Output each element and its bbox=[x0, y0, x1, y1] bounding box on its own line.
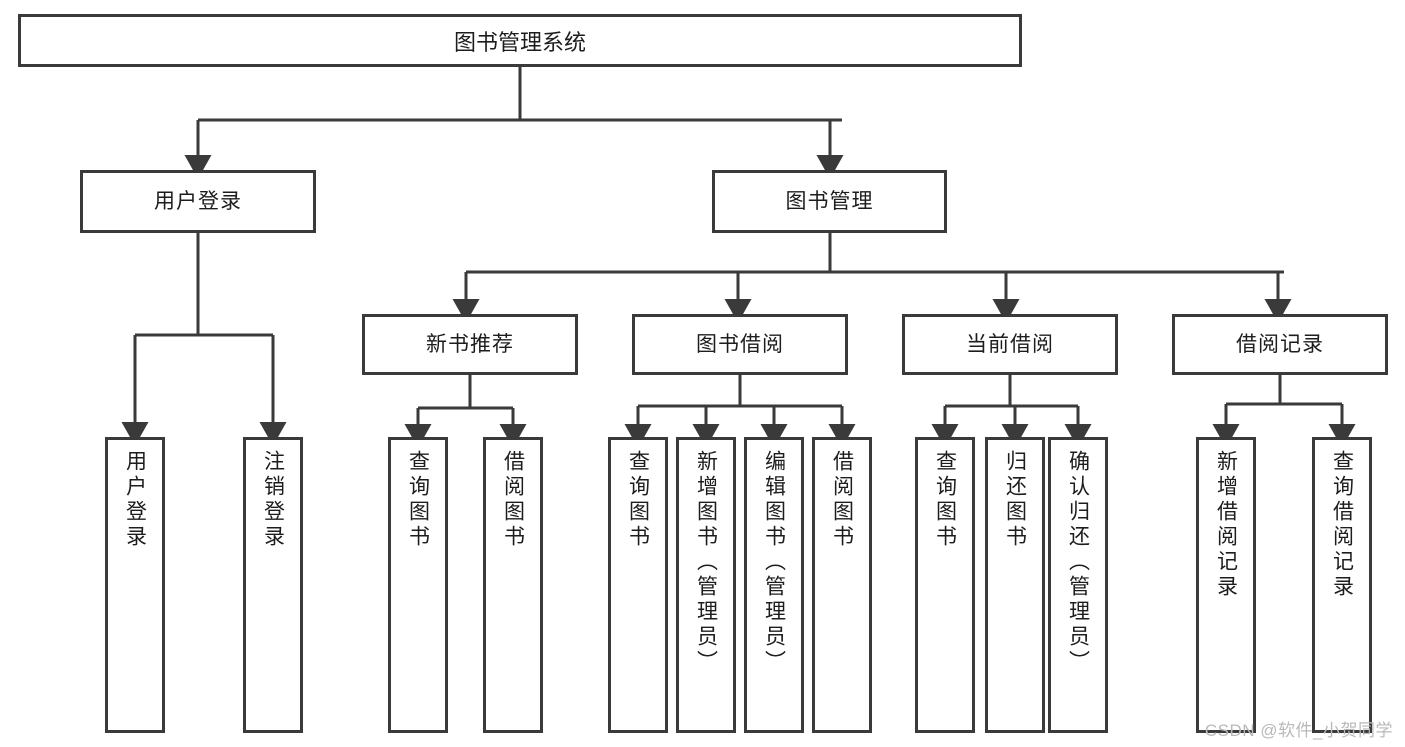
leaf-label: 新增借阅记录 bbox=[1214, 450, 1238, 600]
leaf-label: 查询图书 bbox=[406, 450, 430, 550]
leaf-node[interactable]: 新增图书（管理员） bbox=[676, 437, 736, 733]
node-current-borrow[interactable]: 当前借阅 bbox=[902, 314, 1118, 375]
leaf-node[interactable]: 注销登录 bbox=[243, 437, 303, 733]
leaf-node[interactable]: 编辑图书（管理员） bbox=[744, 437, 804, 733]
leaf-label: 注销登录 bbox=[261, 450, 285, 550]
node-label: 图书管理系统 bbox=[453, 29, 586, 55]
node-label: 图书借阅 bbox=[696, 332, 784, 356]
leaf-node[interactable]: 借阅图书 bbox=[483, 437, 543, 733]
node-label: 借阅记录 bbox=[1236, 332, 1324, 356]
leaf-node[interactable]: 查询图书 bbox=[608, 437, 668, 733]
leaf-label: 借阅图书 bbox=[830, 450, 854, 550]
leaf-label: 用户登录 bbox=[123, 450, 147, 550]
leaf-node[interactable]: 查询借阅记录 bbox=[1312, 437, 1372, 733]
leaf-label: 查询图书 bbox=[933, 450, 957, 550]
node-root-system[interactable]: 图书管理系统 bbox=[18, 14, 1022, 67]
watermark: CSDN @软件_小贺同学 bbox=[1204, 721, 1393, 740]
node-book-borrow[interactable]: 图书借阅 bbox=[632, 314, 848, 375]
node-book-management[interactable]: 图书管理 bbox=[712, 170, 947, 233]
leaf-label: 查询借阅记录 bbox=[1330, 450, 1354, 600]
node-label: 图书管理 bbox=[785, 189, 874, 213]
node-borrow-record[interactable]: 借阅记录 bbox=[1172, 314, 1388, 375]
node-user-login[interactable]: 用户登录 bbox=[80, 170, 316, 233]
node-label: 当前借阅 bbox=[966, 332, 1054, 356]
leaf-node[interactable]: 查询图书 bbox=[915, 437, 975, 733]
node-new-book-recommend[interactable]: 新书推荐 bbox=[362, 314, 578, 375]
node-label: 新书推荐 bbox=[426, 332, 514, 356]
leaf-label: 归还图书 bbox=[1003, 450, 1027, 550]
leaf-label: 确认归还（管理员） bbox=[1066, 450, 1090, 675]
node-label: 用户登录 bbox=[154, 189, 242, 213]
leaf-node[interactable]: 归还图书 bbox=[985, 437, 1045, 733]
leaf-node[interactable]: 查询图书 bbox=[388, 437, 448, 733]
leaf-node[interactable]: 借阅图书 bbox=[812, 437, 872, 733]
leaf-label: 借阅图书 bbox=[501, 450, 525, 550]
leaf-node[interactable]: 用户登录 bbox=[105, 437, 165, 733]
leaf-node[interactable]: 确认归还（管理员） bbox=[1048, 437, 1108, 733]
leaf-node[interactable]: 新增借阅记录 bbox=[1196, 437, 1256, 733]
leaf-label: 新增图书（管理员） bbox=[694, 450, 718, 675]
leaf-label: 编辑图书（管理员） bbox=[762, 450, 786, 675]
leaf-label: 查询图书 bbox=[626, 450, 650, 550]
